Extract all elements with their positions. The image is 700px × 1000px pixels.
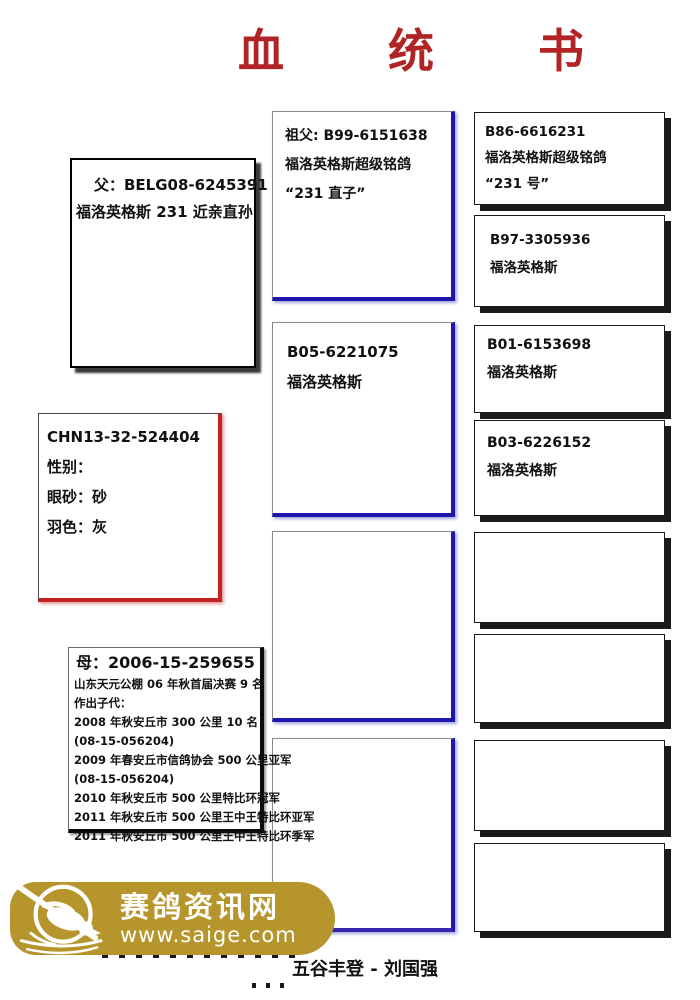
mother-box: 母：2006-15-259655 山东天元公棚 06 年秋首届决赛 9 名 作出… bbox=[68, 647, 315, 843]
ancestor-strain-name: 福洛英格斯 bbox=[487, 463, 557, 479]
ancestor-box-b03: B03-6226152 福洛英格斯 bbox=[474, 420, 665, 516]
ancestor-note: “231 号” bbox=[485, 176, 550, 192]
father-strain-name: 福洛英格斯 231 近亲直孙 bbox=[76, 203, 253, 221]
empty-ancestor-box bbox=[474, 634, 665, 723]
subject-feather-color: 羽色：灰 bbox=[47, 518, 108, 536]
mother-record-line: 山东天元公棚 06 年秋首届决赛 9 名 bbox=[74, 677, 264, 691]
ancestor-box-b86: B86-6616231 福洛英格斯超级铭鸽 “231 号” bbox=[474, 112, 665, 205]
father-ring-number: 父：BELG08-6245391 bbox=[94, 176, 268, 194]
mother-record-line: (08-15-056204) bbox=[74, 772, 175, 786]
saige-watermark-badge: 赛鸽资讯网 www.saige.com bbox=[10, 882, 335, 955]
subject-eye-color: 眼砂：砂 bbox=[47, 488, 108, 506]
mother-ring-number: 母：2006-15-259655 bbox=[76, 653, 255, 672]
ancestor-ring-number: B05-6221075 bbox=[287, 343, 399, 361]
ancestor-strain-name: 福洛英格斯 bbox=[490, 260, 558, 276]
empty-ancestor-box bbox=[474, 532, 665, 623]
ancestor-strain-name: 福洛英格斯超级铭鸽 bbox=[485, 150, 607, 166]
ancestor-strain-name: 福洛英格斯 bbox=[287, 373, 363, 391]
mother-record-line: 2009 年春安丘市信鸽协会 500 公里亚军 bbox=[74, 753, 292, 767]
subject-sex: 性别： bbox=[47, 458, 93, 476]
ancestor-ring-number: B01-6153698 bbox=[487, 337, 592, 353]
father-box: 父：BELG08-6245391 福洛英格斯 231 近亲直孙 bbox=[70, 158, 268, 368]
covered-text-remnant bbox=[252, 983, 286, 988]
ancestor-strain-name: 福洛英格斯 bbox=[487, 365, 557, 381]
watermark-text: 赛鸽资讯网 www.saige.com bbox=[120, 891, 297, 947]
page-title: 血 统 书 bbox=[238, 24, 629, 78]
ancestor-ring-number: B03-6226152 bbox=[487, 435, 592, 451]
empty-ancestor-box bbox=[474, 740, 665, 831]
ancestor-ring-number: B97-3305936 bbox=[490, 232, 591, 248]
watermark-site-name: 赛鸽资讯网 bbox=[120, 889, 281, 924]
mother-record-line: 2008 年秋安丘市 300 公里 10 名 bbox=[74, 715, 259, 729]
loft-owner-footer: 五谷丰登 - 刘国强 bbox=[291, 959, 438, 980]
grandfather-ring-number: 祖父: B99-6151638 bbox=[285, 128, 428, 144]
ancestor-box-b97: B97-3305936 福洛英格斯 bbox=[474, 215, 665, 307]
ancestor-ring-number: B86-6616231 bbox=[485, 124, 586, 140]
subject-ring-number: CHN13-32-524404 bbox=[47, 428, 200, 446]
empty-ancestor-box bbox=[474, 843, 665, 932]
grandfather-strain-name: 福洛英格斯超级铭鸽 bbox=[285, 157, 411, 173]
mother-record-line: 2011 年秋安丘市 500 公里王中王特比环季军 bbox=[74, 829, 315, 843]
subject-bird-box: CHN13-32-524404 性别： 眼砂：砂 羽色：灰 bbox=[38, 413, 222, 602]
ancestor-box-b01: B01-6153698 福洛英格斯 bbox=[474, 325, 665, 413]
mother-record-line: 2010 年秋安丘市 500 公里特比环冠军 bbox=[74, 791, 281, 805]
ancestor-box-b05: B05-6221075 福洛英格斯 bbox=[272, 322, 455, 517]
watermark-site-url: www.saige.com bbox=[120, 922, 297, 947]
grandfather-box: 祖父: B99-6151638 福洛英格斯超级铭鸽 “231 直子” bbox=[272, 111, 455, 301]
mother-record-line: (08-15-056204) bbox=[74, 734, 175, 748]
mother-record-line: 作出子代： bbox=[74, 696, 132, 710]
pigeon-icon bbox=[14, 882, 103, 954]
grandfather-note: “231 直子” bbox=[285, 186, 366, 202]
empty-ancestor-box bbox=[272, 531, 455, 722]
mother-record-line: 2011 年秋安丘市 500 公里王中王特比环亚军 bbox=[74, 810, 315, 824]
